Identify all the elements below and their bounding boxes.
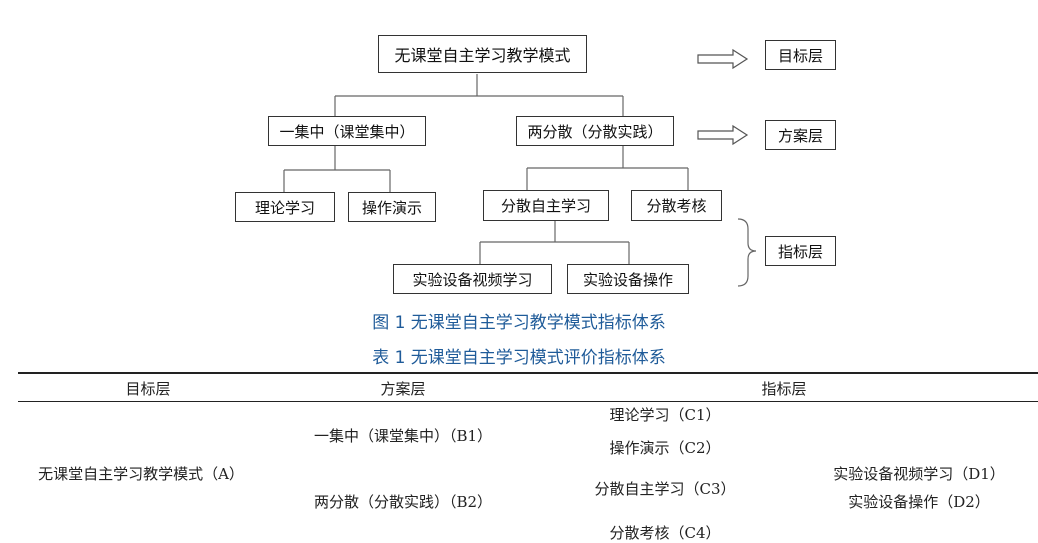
figure-caption: 图 1 无课堂自主学习教学模式指标体系 xyxy=(372,313,666,333)
sub-indicator-node-video: 实验设备视频学习 xyxy=(393,264,552,294)
table-cell-indicator-c3: 分散自主学习（C3） xyxy=(594,480,736,498)
table-cell-indicator-c4: 分散考核（C4） xyxy=(609,524,721,542)
indicator-node-self-study: 分散自主学习 xyxy=(483,190,609,221)
table-header-rule xyxy=(18,401,1038,402)
table-header-goal: 目标层 xyxy=(125,380,171,398)
table-top-rule xyxy=(18,372,1038,374)
table-caption: 表 1 无课堂自主学习模式评价指标体系 xyxy=(372,348,666,368)
goal-arrow-icon xyxy=(697,48,749,70)
plan-arrow-icon xyxy=(697,124,749,146)
table-cell-plan-b1: 一集中（课堂集中）（B1） xyxy=(313,427,493,445)
table-cell-indicator-c1: 理论学习（C1） xyxy=(609,406,721,424)
plan-node-concentrated: 一集中（课堂集中） xyxy=(268,116,426,146)
table-cell-indicator-c2: 操作演示（C2） xyxy=(609,439,721,457)
plan-node-dispersed: 两分散（分散实践） xyxy=(516,116,674,146)
root-node: 无课堂自主学习教学模式 xyxy=(378,35,587,73)
indicator-node-demo: 操作演示 xyxy=(348,192,436,222)
indicator-node-theory: 理论学习 xyxy=(235,192,335,222)
table-cell-plan-b2: 两分散（分散实践）（B2） xyxy=(313,493,493,511)
level-label-goal: 目标层 xyxy=(765,40,836,70)
level-label-indicator: 指标层 xyxy=(765,236,836,266)
diagram-connectors xyxy=(283,48,757,287)
indicator-node-assessment: 分散考核 xyxy=(631,190,722,221)
level-label-plan: 方案层 xyxy=(765,120,836,150)
table-header-plan: 方案层 xyxy=(380,380,426,398)
table-cell-goal: 无课堂自主学习教学模式（A） xyxy=(38,465,244,483)
table-header-indicator: 指标层 xyxy=(761,380,807,398)
table-cell-sub-d1: 实验设备视频学习（D1） xyxy=(833,465,1005,483)
sub-indicator-node-operation: 实验设备操作 xyxy=(567,264,689,294)
indicator-bracket xyxy=(737,218,757,287)
table-cell-sub-d2: 实验设备操作（D2） xyxy=(848,493,990,511)
